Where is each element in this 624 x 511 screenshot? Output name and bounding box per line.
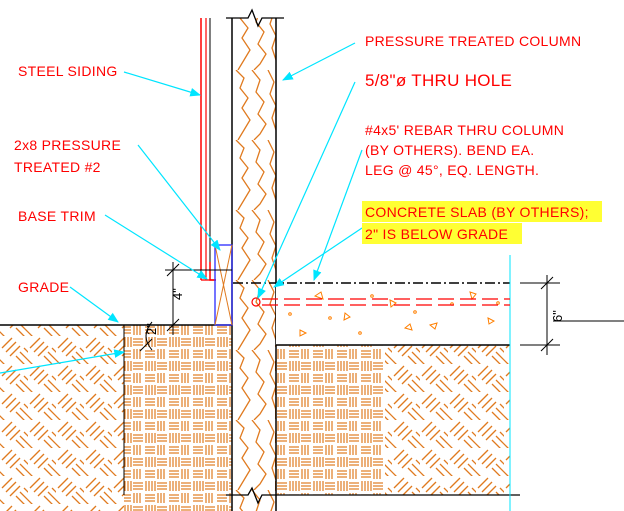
leader-grade [69, 286, 119, 323]
earth-right [385, 345, 510, 495]
compacted-fill-left [124, 325, 232, 511]
leader-steel-siding [123, 71, 202, 97]
leader-pt-2x8 [137, 144, 221, 251]
label-rebar-line3: LEG @ 45°, EQ. LENGTH. [365, 162, 539, 178]
base-trim [209, 262, 216, 281]
thru-hole [251, 297, 261, 307]
pressure-treated-column [232, 18, 276, 511]
dimension-2in-label: 2" [144, 323, 159, 335]
leader-base-trim [104, 214, 208, 280]
concrete-aggregate [288, 291, 500, 337]
break-line-top [226, 8, 284, 28]
rebar [262, 298, 510, 306]
leader-slab [273, 227, 363, 288]
label-grade: GRADE [18, 279, 69, 295]
dimension-6in-label: 6" [550, 310, 565, 322]
compacted-fill-right [275, 345, 385, 495]
label-base-trim: BASE TRIM [18, 208, 96, 224]
dimension-4in-label: 4" [170, 288, 185, 300]
leader-fill [0, 349, 126, 374]
label-slab-line2: 2" IS BELOW GRADE [365, 226, 508, 242]
leader-column [282, 42, 356, 81]
label-thru-hole: 5/8"ø THRU HOLE [365, 71, 512, 90]
dimension-6in [520, 275, 624, 355]
label-pt-line1: 2x8 PRESSURE [14, 137, 121, 153]
label-pt-line2: TREATED #2 [14, 159, 101, 175]
leader-thru-hole [257, 81, 356, 299]
label-rebar-line2: (BY OTHERS). BEND EA. [365, 142, 534, 158]
break-line-bottom [226, 486, 520, 505]
dimension-2in [139, 321, 153, 352]
label-steel-siding: STEEL SIDING [18, 63, 118, 79]
label-column: PRESSURE TREATED COLUMN [365, 33, 581, 49]
pressure-treated-2x8 [214, 244, 233, 326]
concrete-slab [276, 283, 510, 345]
leaders [0, 42, 363, 374]
earth-left [0, 325, 124, 511]
slab-highlight-1 [362, 201, 602, 222]
slab-highlight-2 [362, 223, 522, 244]
dimension-4in [165, 262, 232, 335]
label-rebar-line1: #4x5' REBAR THRU COLUMN [365, 122, 564, 138]
label-slab-line1: CONCRETE SLAB (BY OTHERS); [365, 204, 589, 220]
leader-rebar [313, 149, 363, 282]
